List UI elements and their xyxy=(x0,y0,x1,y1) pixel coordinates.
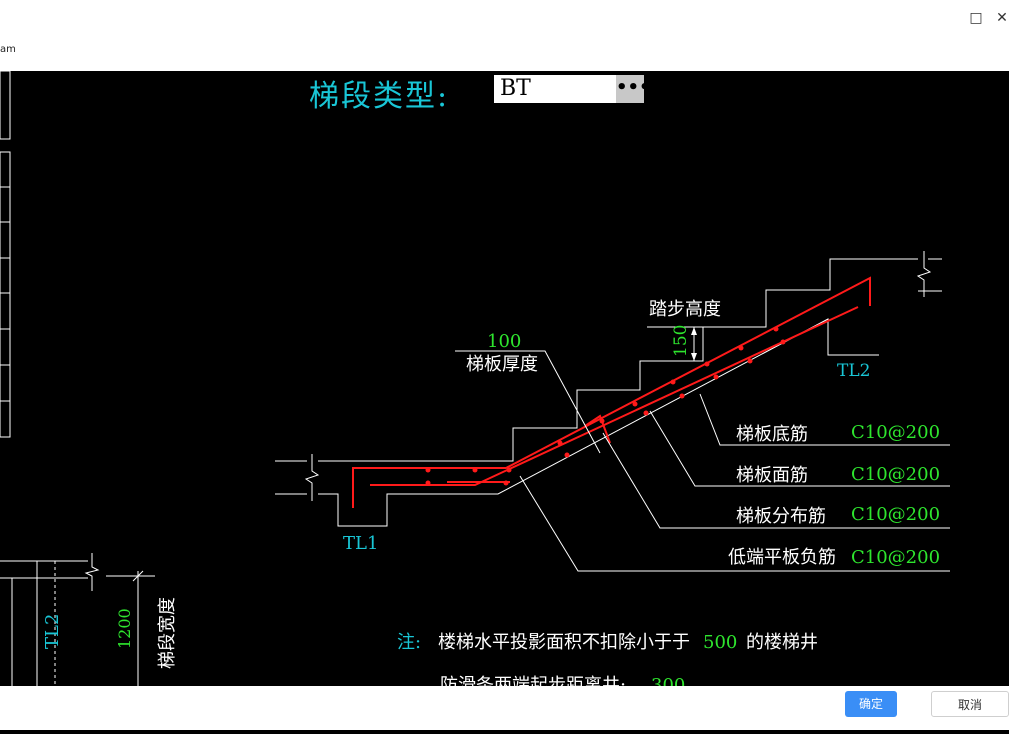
rebar-value-low-end: C10@200 xyxy=(851,547,940,568)
step-height-value: 150 xyxy=(671,325,691,357)
browse-type-button[interactable]: ••• xyxy=(616,75,651,103)
stair-type-label: 梯段类型: xyxy=(309,79,450,114)
rebar-value-distribution: C10@200 xyxy=(851,504,940,525)
rebar-lines xyxy=(352,276,871,508)
drawing-canvas: 梯段类型: BT ••• xyxy=(0,71,1009,686)
maximize-icon[interactable]: □ xyxy=(969,10,983,26)
rebar-value-bottom: C10@200 xyxy=(851,422,940,443)
plan-view xyxy=(0,553,155,686)
rebar-dots xyxy=(425,326,786,486)
title-bar: □ ✕ am xyxy=(0,0,1009,71)
note-value-2: 300 xyxy=(651,675,685,686)
dialog-footer: 确定 取消 xyxy=(0,686,1009,734)
plan-width-value: 1200 xyxy=(115,608,134,649)
step-height-label: 踏步高度 xyxy=(649,299,721,320)
stair-outline xyxy=(275,258,942,527)
rebar-label-distribution: 梯板分布筋 xyxy=(736,506,826,527)
plan-tl2-label: TL2 xyxy=(42,614,63,649)
rebar-label-top: 梯板面筋 xyxy=(736,465,808,486)
stair-type-field[interactable]: BT xyxy=(494,75,616,103)
note-text-1: 楼梯水平投影面积不扣除小于于 xyxy=(438,632,690,653)
note-text-2: 防滑条两端起步距离井: xyxy=(440,675,626,686)
side-label: am xyxy=(0,44,16,55)
ok-button[interactable]: 确定 xyxy=(845,691,897,717)
thickness-value: 100 xyxy=(487,331,521,352)
cancel-button[interactable]: 取消 xyxy=(931,691,1009,717)
leader-lines xyxy=(455,326,950,572)
footer-divider xyxy=(0,730,1009,734)
tl1-label: TL1 xyxy=(343,533,378,554)
thickness-label: 梯板厚度 xyxy=(466,354,538,375)
rebar-label-bottom: 梯板底筋 xyxy=(736,424,808,445)
rebar-label-low-end: 低端平板负筋 xyxy=(728,547,836,568)
note-value-1: 500 xyxy=(703,632,737,653)
note-text-1b: 的楼梯井 xyxy=(746,632,818,653)
plan-width-label: 梯段宽度 xyxy=(157,597,178,669)
stair-section-drawing: 100 梯板厚度 踏步高度 150 TL2 TL1 梯板底筋 C10@200 梯… xyxy=(0,71,950,686)
note-prefix: 注: xyxy=(397,632,421,653)
rebar-value-top: C10@200 xyxy=(851,464,940,485)
close-icon[interactable]: ✕ xyxy=(996,10,1008,26)
tl2-label: TL2 xyxy=(837,361,870,381)
